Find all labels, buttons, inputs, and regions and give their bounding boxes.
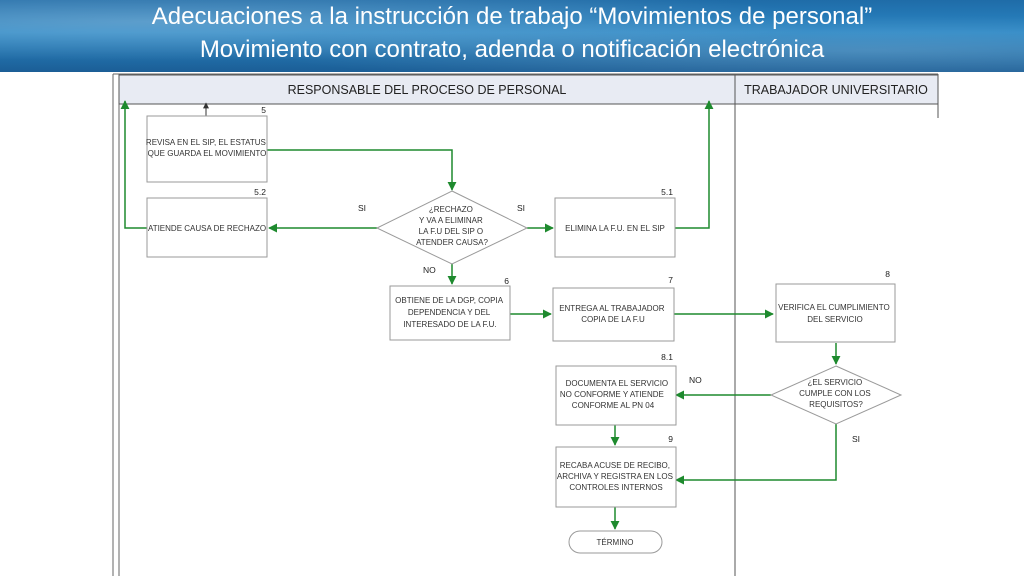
- verifica-line-2: DEL SERVICIO: [807, 315, 863, 324]
- branch-labels: SI SI NO NO SI: [358, 203, 860, 444]
- documenta-line-1: DOCUMENTA EL SERVICIO: [566, 379, 669, 388]
- recaba-line-2: ARCHIVA Y REGISTRA EN LOS: [557, 472, 673, 481]
- obtiene-line-1: OBTIENE DE LA DGP, COPIA: [395, 296, 504, 305]
- lane-title-right: TRABAJADOR UNIVERSITARIO: [744, 83, 928, 97]
- servicio-line-2: CUMPLE CON LOS: [799, 389, 871, 398]
- rechazo-line-1: ¿RECHAZO: [429, 205, 473, 214]
- connector-revisa-decision: [267, 149, 457, 191]
- recaba-line-3: CONTROLES INTERNOS: [569, 483, 662, 492]
- svg-text:RECABA ACUSE DE RECIBO,: RECABA ACUSE DE RECIBO, ARCHIVA Y REGIST…: [557, 461, 675, 492]
- title-banner: Adecuaciones a la instrucción de trabajo…: [0, 0, 1024, 72]
- process-recaba: [555, 446, 677, 508]
- decision-servicio: [769, 365, 903, 425]
- process-verifica: [775, 283, 896, 343]
- documenta-line-3: CONFORME AL PN 04: [572, 401, 655, 410]
- step-number-recaba: 9: [668, 434, 673, 444]
- step-numbers: 5 5.2 5.1 6 7 8 8.1 9: [254, 105, 890, 444]
- svg-text:ENTREGA AL TRABAJADOR CO: ENTREGA AL TRABAJADOR COPIA DE LA F.U: [559, 304, 667, 324]
- atiende-line-1: ATIENDE CAUSA DE RECHAZO: [148, 224, 266, 233]
- step-number-entrega: 7: [668, 275, 673, 285]
- swimlane-frame: [112, 73, 939, 576]
- svg-text:DOCUMENTA EL SERVICIO NO: DOCUMENTA EL SERVICIO NO CONFORME Y ATIE…: [560, 379, 671, 410]
- step-number-obtiene: 6: [504, 276, 509, 286]
- svg-text:¿EL SERVICIO CUMPLE CON: ¿EL SERVICIO CUMPLE CON LOS REQUISITOS?: [799, 378, 873, 409]
- verifica-line-1: VERIFICA EL CUMPLIMIENTO: [778, 303, 890, 312]
- label-no-servicio: NO: [689, 375, 702, 385]
- svg-text:REVISA EN EL SIP, EL ESTATUS: REVISA EN EL SIP, EL ESTATUS QUE GUARDA …: [146, 138, 268, 158]
- step-number-atiende: 5.2: [254, 187, 266, 197]
- process-obtiene: [389, 285, 511, 341]
- connector-elimina-loop: [675, 100, 714, 229]
- lane-header-left: [118, 74, 736, 105]
- label-si-right: SI: [517, 203, 525, 213]
- documenta-line-2: NO CONFORME Y ATIENDE: [560, 390, 664, 399]
- svg-text:OBTIENE DE LA DGP, COPIA: OBTIENE DE LA DGP, COPIA DEPENDENCIA Y D…: [395, 296, 505, 329]
- process-atiende: [146, 197, 268, 258]
- node-texts: REVISA EN EL SIP, EL ESTATUS QUE GUARDA …: [146, 138, 892, 547]
- flowchart: RESPONSABLE DEL PROCESO DE PERSONAL TRAB…: [112, 73, 939, 576]
- svg-text:VERIFICA EL CUMPLIMIENTO: VERIFICA EL CUMPLIMIENTO DEL SERVICIO: [778, 303, 892, 324]
- connector-decision-recaba: [675, 424, 837, 485]
- page-subtitle: Movimiento con contrato, adenda o notifi…: [199, 36, 825, 63]
- process-elimina: [554, 197, 676, 258]
- rechazo-line-2: Y VA A ELIMINAR: [419, 216, 483, 225]
- process-revisa: [146, 115, 268, 183]
- connectors: [120, 100, 841, 530]
- rechazo-line-3: LA F.U DEL SIP O: [419, 227, 483, 236]
- terminator-termino: [568, 530, 663, 554]
- servicio-line-3: REQUISITOS?: [809, 400, 863, 409]
- step-number-revisa: 5: [261, 105, 266, 115]
- termino-label: TÉRMINO: [597, 538, 634, 547]
- entrega-line-1: ENTREGA AL TRABAJADOR: [559, 304, 665, 313]
- step-number-documenta: 8.1: [661, 352, 673, 362]
- revisa-line-2: QUE GUARDA EL MOVIMIENTO: [148, 149, 267, 158]
- revisa-line-1: REVISA EN EL SIP, EL ESTATUS: [146, 138, 266, 147]
- lane-title-left: RESPONSABLE DEL PROCESO DE PERSONAL: [288, 83, 567, 97]
- connector-atiende-loop: [120, 100, 147, 229]
- banner-glow: [0, 0, 1024, 72]
- obtiene-line-3: INTERESADO DE LA F.U.: [403, 320, 496, 329]
- decision-rechazo: [375, 190, 529, 265]
- servicio-line-1: ¿EL SERVICIO: [808, 378, 863, 387]
- label-si-left: SI: [358, 203, 366, 213]
- process-entrega: [552, 287, 675, 342]
- recaba-line-1: RECABA ACUSE DE RECIBO,: [560, 461, 670, 470]
- elimina-line-1: ELIMINA LA F.U. EN EL SIP: [565, 224, 665, 233]
- step-number-elimina: 5.1: [661, 187, 673, 197]
- obtiene-line-2: DEPENDENCIA Y DEL: [408, 308, 491, 317]
- label-no-rechazo: NO: [423, 265, 436, 275]
- lane-header-right: [734, 74, 939, 105]
- label-si-servicio: SI: [852, 434, 860, 444]
- process-documenta: [555, 365, 677, 426]
- step-number-verifica: 8: [885, 269, 890, 279]
- entrega-line-2: COPIA DE LA F.U: [581, 315, 645, 324]
- rechazo-line-4: ATENDER CAUSA?: [416, 238, 488, 247]
- svg-text:¿RECHAZO Y VA A ELIMINAR: ¿RECHAZO Y VA A ELIMINAR LA F.U DEL SIP …: [416, 205, 488, 247]
- page-title: Adecuaciones a la instrucción de trabajo…: [151, 3, 873, 30]
